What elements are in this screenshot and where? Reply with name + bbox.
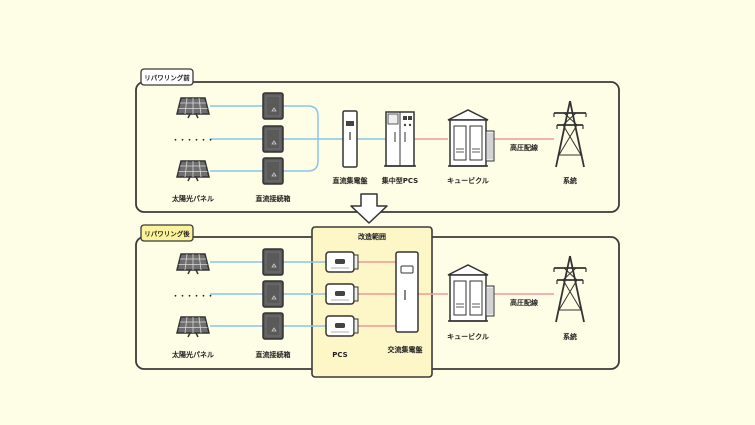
grid-label: 系統: [563, 332, 577, 341]
after-badge: [140, 224, 194, 242]
hv-line-label: 高圧配線: [510, 298, 538, 307]
junction-box-icon: [262, 92, 284, 120]
ac-collector-board-label: 交流集電盤: [388, 345, 424, 354]
central-pcs-label: 集中型PCS: [381, 176, 418, 185]
solar-panel-label: 太陽光パネル: [172, 194, 214, 203]
dots-label: ・・・・・・: [172, 136, 214, 144]
junction-box-label: 直流接続箱: [256, 350, 291, 359]
before-badge: [140, 68, 194, 86]
pcs-label: PCS: [332, 351, 347, 359]
after-section: 改造範囲 ・・・・・・ 太陽光パネル 直流接続箱 PCS 交流集電盤 キュービク…: [135, 224, 620, 378]
junction-box-icon: [262, 312, 284, 340]
cubicle-label: キュービクル: [447, 332, 489, 341]
before-badge-text: リパワリング前: [144, 73, 190, 82]
junction-box-label: 直流接続箱: [256, 194, 291, 203]
junction-box-icon: [262, 280, 284, 308]
after-badge-text: リパワリング後: [144, 229, 190, 238]
dc-collector-board-label: 直流集電盤: [333, 176, 369, 185]
before-section: ・・・・・・ 太陽光パネル 直流接続箱 直流集電盤 集中型PCS キュービクル …: [135, 68, 620, 213]
central-pcs-icon: [384, 111, 416, 167]
junction-box-icon: [262, 248, 284, 276]
solar-panel-label: 太陽光パネル: [172, 350, 214, 359]
string-pcs-icon: [325, 315, 359, 337]
ac-collector-board-icon: [395, 251, 419, 333]
cubicle-label: キュービクル: [447, 176, 489, 185]
junction-box-icon: [262, 157, 284, 185]
string-pcs-icon: [325, 283, 359, 305]
junction-box-icon: [262, 125, 284, 153]
dots-label: ・・・・・・: [172, 292, 214, 300]
modification-scope-label: 改造範囲: [358, 232, 386, 241]
grid-label: 系統: [563, 176, 577, 185]
before-panel: [135, 81, 620, 213]
hv-line-label: 高圧配線: [510, 143, 538, 152]
down-arrow-icon: [350, 193, 388, 224]
after-dc-lines: [210, 261, 326, 327]
string-pcs-icon: [325, 251, 359, 273]
before-dc-lines: [210, 105, 386, 172]
dc-collector-board-icon: [342, 110, 358, 168]
